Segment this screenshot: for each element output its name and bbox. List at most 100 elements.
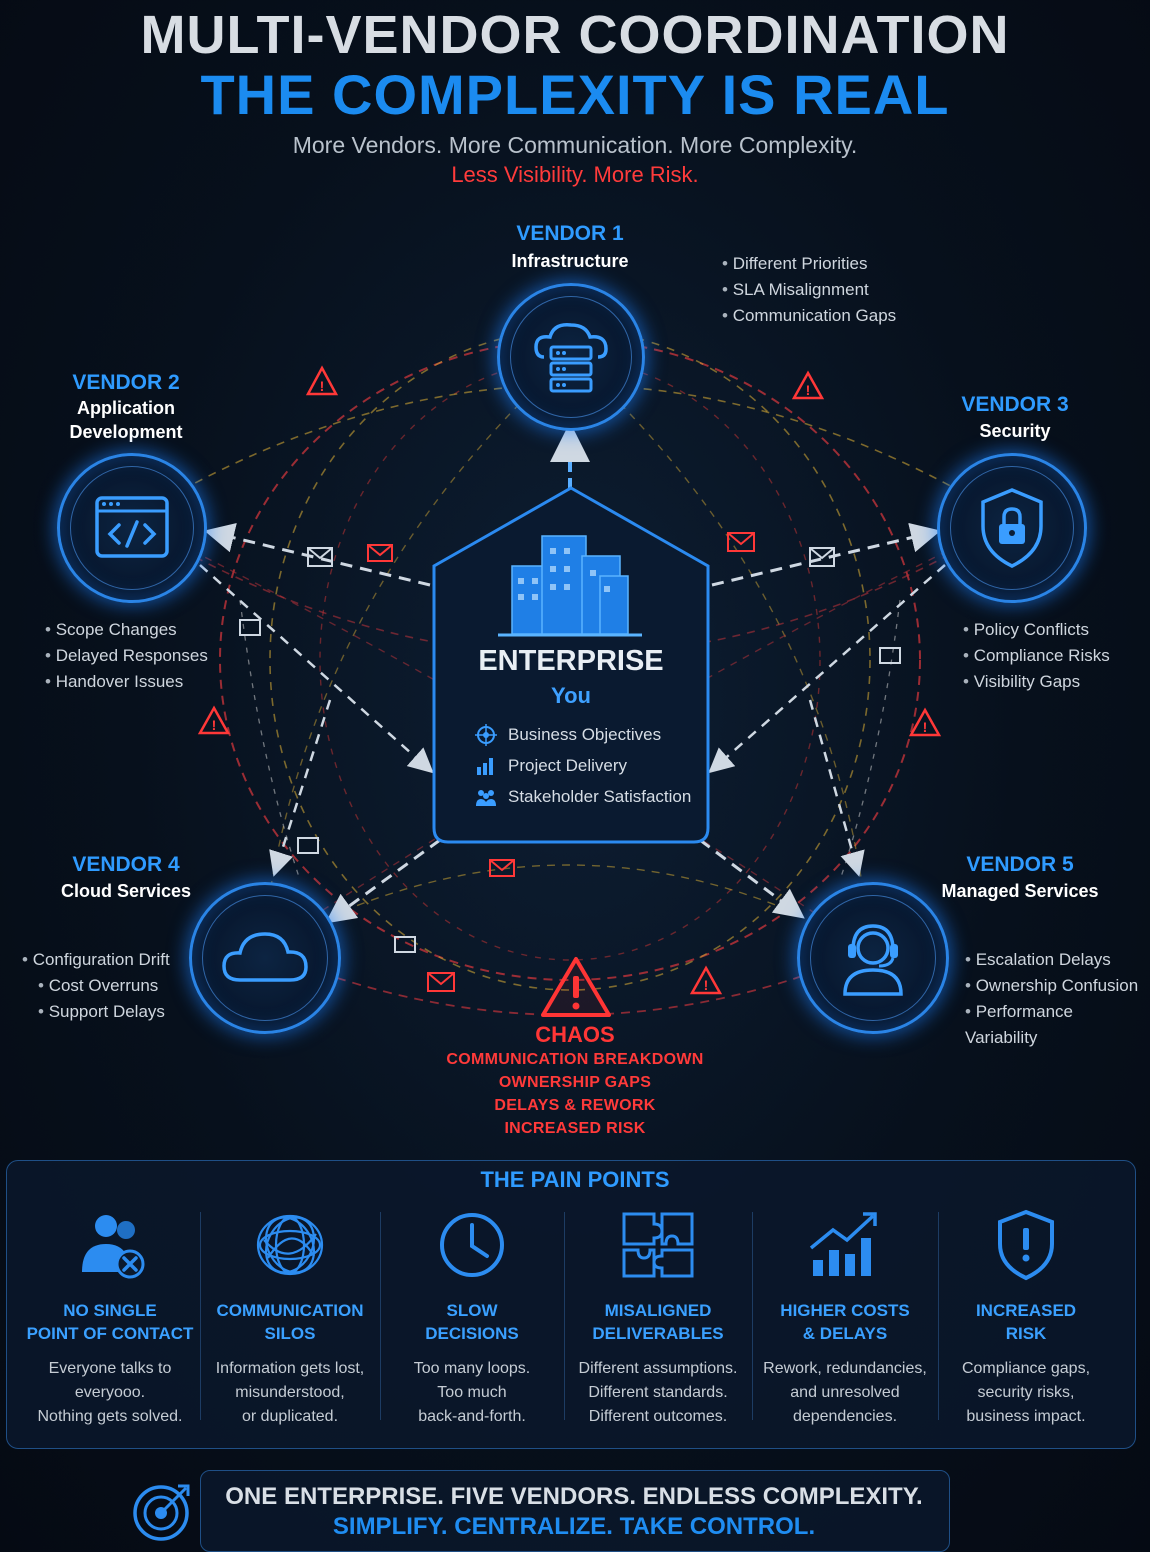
pain-point-title: COMMUNICATION SILOS [216, 1301, 364, 1343]
vendor-2-name-line2: Development [69, 422, 183, 442]
svg-text:!: ! [806, 382, 811, 398]
chaos-line: INCREASED RISK [504, 1120, 646, 1137]
vendor-2-issue: Scope Changes [45, 620, 177, 639]
vendor-4-issue: Configuration Drift [22, 950, 170, 969]
vendor-4-issue: Cost Overruns [38, 976, 158, 995]
target-icon [475, 724, 497, 746]
vendor-3-issue: Policy Conflicts [963, 620, 1089, 639]
enterprise-item: Project Delivery [474, 755, 627, 777]
vendor-5-issues: Escalation Delays Ownership Confusion Pe… [965, 947, 1150, 1051]
code-window-icon [95, 496, 169, 558]
divider [564, 1212, 565, 1420]
pain-point-card: SLOW DECISIONS Too many loops. Too much … [380, 1205, 564, 1437]
vendor-2-issue: Handover Issues [45, 672, 183, 691]
users-x-icon [82, 1215, 145, 1279]
footer-panel [200, 1470, 950, 1552]
pain-points-panel [6, 1160, 1136, 1449]
target-icon [133, 1484, 190, 1541]
vendor-4-issue: Support Delays [38, 1002, 165, 1021]
vendor-1-label: VENDOR 1 [516, 222, 624, 245]
vendor-5-issue: Escalation Delays [965, 950, 1111, 969]
vendor-4-issues: Configuration Drift Cost Overruns Suppor… [22, 947, 170, 1025]
enterprise-item-label: Stakeholder Satisfaction [508, 787, 692, 806]
vendor-2-issues: Scope Changes Delayed Responses Handover… [45, 617, 208, 695]
vendor-4-label: VENDOR 4 [72, 853, 180, 876]
vendor-3-node [937, 453, 1087, 603]
page-subtitle-alert: Less Visibility. More Risk. [451, 162, 699, 187]
vendor-1-node [497, 283, 645, 431]
pain-point-desc: Too many loops. Too much back-and-forth. [413, 1360, 531, 1425]
divider [200, 1212, 201, 1420]
vendor-5-node [797, 882, 949, 1034]
page-headline: THE COMPLEXITY IS REAL [200, 63, 950, 126]
pain-point-title: HIGHER COSTS & DELAYS [780, 1301, 910, 1343]
vendor-1-name: Infrastructure [511, 251, 629, 271]
enterprise-title: ENTERPRISE [478, 645, 664, 677]
pain-point-title: NO SINGLE POINT OF CONTACT [26, 1301, 194, 1343]
pain-point-desc: Compliance gaps, security risks, busines… [961, 1360, 1091, 1425]
footer-tagline: ONE ENTERPRISE. FIVE VENDORS. ENDLESS CO… [225, 1483, 923, 1510]
puzzle-icon [622, 1212, 694, 1278]
vendor-4-node [189, 882, 341, 1034]
pain-point-desc: Everyone talks to everyooo. Nothing gets… [37, 1360, 183, 1425]
vendor-3-label: VENDOR 3 [961, 393, 1069, 416]
vendor-5-issue: Ownership Confusion [965, 976, 1138, 995]
vendor-3-issues: Policy Conflicts Compliance Risks Visibi… [963, 617, 1110, 695]
vendor-5-name: Managed Services [941, 881, 1099, 901]
rising-bars-icon [809, 1212, 877, 1276]
vendor-2-name-line1: Application [77, 398, 175, 418]
enterprise-item-label: Business Objectives [508, 725, 662, 744]
pain-point-card: COMMUNICATION SILOS Information gets los… [200, 1205, 380, 1437]
clock-icon [440, 1213, 504, 1277]
vendor-1-issue: Communication Gaps [722, 306, 896, 325]
shield-alert-icon [998, 1209, 1054, 1281]
enterprise-item: Stakeholder Satisfaction [474, 786, 691, 808]
pain-point-card: NO SINGLE POINT OF CONTACT Everyone talk… [20, 1205, 200, 1437]
vendor-4-name: Cloud Services [60, 881, 192, 901]
vendor-1-issue: SLA Misalignment [722, 280, 869, 299]
footer-call-to-action: SIMPLIFY. CENTRALIZE. TAKE CONTROL. [332, 1513, 816, 1540]
chaos-line: COMMUNICATION BREAKDOWN [446, 1051, 704, 1068]
pain-point-desc: Rework, redundancies, and unresolved dep… [763, 1360, 927, 1425]
chaos-line: DELAYS & REWORK [494, 1097, 656, 1114]
pain-point-card: INCREASED RISK Compliance gaps, security… [938, 1205, 1114, 1437]
cloud-icon [222, 932, 308, 982]
tangled-ball-icon [256, 1214, 324, 1276]
vendor-2-node [57, 453, 207, 603]
pain-point-desc: Information gets lost, misunderstood, or… [215, 1360, 365, 1425]
svg-text:!: ! [212, 717, 217, 733]
shield-lock-icon [981, 488, 1043, 568]
vendor-3-issue: Visibility Gaps [963, 672, 1080, 691]
divider [752, 1212, 753, 1420]
chaos-title: CHAOS [535, 1022, 615, 1047]
vendor-1-issue: Different Priorities [722, 254, 867, 273]
vendor-5-label: VENDOR 5 [966, 853, 1074, 876]
divider [380, 1212, 381, 1420]
divider [938, 1212, 939, 1420]
bar-chart-icon [477, 758, 493, 775]
pain-point-title: INCREASED RISK [975, 1301, 1077, 1343]
chaos-line: OWNERSHIP GAPS [498, 1074, 652, 1091]
svg-text:!: ! [923, 719, 928, 735]
page-subtitle: More Vendors. More Communication. More C… [292, 132, 858, 158]
pain-point-title: SLOW DECISIONS [425, 1301, 519, 1343]
page-title: MULTI-VENDOR COORDINATION [140, 5, 1010, 65]
pain-point-desc: Different assumptions. Different standar… [578, 1360, 738, 1425]
server-cloud-icon [534, 323, 608, 393]
vendor-3-issue: Compliance Risks [963, 646, 1110, 665]
pain-point-card: MISALIGNED DELIVERABLES Different assump… [564, 1205, 752, 1437]
enterprise-hub [432, 486, 710, 844]
enterprise-subtitle: You [551, 683, 591, 708]
pain-points-title: THE PAIN POINTS [480, 1167, 670, 1192]
headset-agent-icon [843, 924, 903, 996]
pain-point-card: HIGHER COSTS & DELAYS Rework, redundanci… [752, 1205, 938, 1437]
svg-text:!: ! [704, 977, 709, 993]
enterprise-item-label: Project Delivery [508, 756, 628, 775]
warning-triangle-icon [541, 957, 611, 1017]
vendor-2-label: VENDOR 2 [72, 371, 180, 394]
pain-point-title: MISALIGNED DELIVERABLES [592, 1301, 724, 1343]
vendor-1-issues: Different Priorities SLA Misalignment Co… [722, 251, 896, 329]
svg-text:!: ! [320, 378, 325, 394]
vendor-3-name: Security [979, 421, 1051, 441]
vendor-2-issue: Delayed Responses [45, 646, 208, 665]
